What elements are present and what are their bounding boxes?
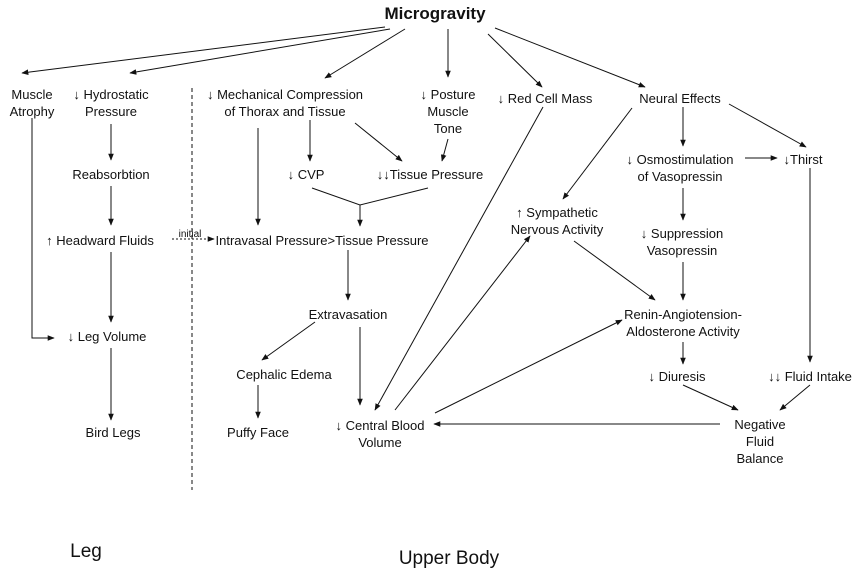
up-arrow-icon: ↑ (516, 205, 523, 220)
down-arrow-icon: ↓ (420, 87, 428, 102)
diagram-title: Microgravity (384, 4, 486, 23)
down-arrow-icon: ↓ (783, 152, 791, 167)
edge-microgravity-hydrostatic (129, 28, 391, 75)
down-arrow-icon: ↓ (497, 91, 505, 106)
node-sympathetic-activity: ↑ Sympathetic Nervous Activity (510, 205, 604, 237)
node-raa-activity: Renin-Angiotension- Aldosterone Activity (624, 307, 742, 339)
node-puffy-face: Puffy Face (227, 425, 289, 440)
node-leg-volume: ↓ Leg Volume (67, 329, 147, 344)
node-red-cell-mass: ↓ Red Cell Mass (497, 91, 593, 106)
edge-central-sympathetic (394, 235, 531, 411)
down-arrow-icon: ↓ (67, 329, 75, 344)
edge-diuresis-negative (682, 384, 739, 411)
node-extravasation: Extravasation (308, 307, 388, 322)
region-label-upper-body: Upper Body (398, 548, 500, 569)
edge-posture-tissue-pressure (440, 138, 449, 162)
node-posture-muscle-tone: ↓ Posture Muscle Tone (420, 87, 476, 136)
node-negative-fluid-balance: Negative Fluid Balance (734, 417, 786, 466)
region-label-leg: Leg (70, 541, 102, 562)
node-suppression-vasopressin: ↓ Suppression Vasopressin (640, 226, 724, 258)
node-thirst: ↓Thirst (783, 152, 823, 167)
edge-mechanical-tissue-pressure (354, 122, 403, 162)
down-arrow-icon: ↓ (640, 226, 648, 241)
node-fluid-intake: ↓↓ Fluid Intake (768, 369, 852, 384)
node-reabsorbtion: Reabsorbtion (72, 167, 150, 182)
edge-microgravity-neural (494, 27, 646, 88)
down-arrow-icon: ↓ (287, 167, 295, 182)
node-central-blood-volume: ↓ Central Blood Volume (335, 418, 425, 450)
down-arrow-icon: ↓ (626, 152, 634, 167)
double-down-arrow-icon: ↓↓ (376, 167, 390, 182)
node-tissue-pressure: ↓↓Tissue Pressure (376, 167, 484, 182)
node-headward-fluids: ↑ Headward Fluids (46, 233, 154, 248)
up-arrow-icon: ↑ (46, 233, 53, 248)
node-osmostimulation: ↓ Osmostimulation of Vasopressin (626, 152, 734, 184)
edge-microgravity-muscle-atrophy (21, 26, 386, 75)
initial-label: initial (178, 229, 202, 240)
node-bird-legs: Bird Legs (85, 425, 141, 440)
edge-microgravity-red-cell (487, 33, 543, 88)
edge-muscle-atrophy-leg-volume (31, 118, 55, 341)
edge-extravasation-cephalic (261, 321, 316, 361)
down-arrow-icon: ↓ (73, 87, 80, 102)
down-arrow-icon: ↓ (648, 369, 655, 384)
down-arrow-icon: ↓ (335, 418, 343, 433)
node-hydrostatic-pressure: ↓ Hydrostatic Pressure (73, 87, 149, 119)
node-cephalic-edema: Cephalic Edema (236, 367, 332, 382)
node-mechanical-compression: ↓ Mechanical Compression of Thorax and T… (206, 87, 364, 119)
node-muscle-atrophy: Muscle Atrophy (9, 87, 55, 119)
edge-fluid-intake-negative (779, 384, 811, 411)
node-neural-effects: Neural Effects (639, 91, 721, 106)
down-arrow-icon: ↓ (206, 87, 214, 102)
double-down-arrow-icon: ↓↓ (768, 369, 782, 384)
edge-microgravity-mechanical (324, 28, 406, 79)
node-cvp: ↓ CVP (287, 167, 325, 182)
node-intravasal-pressure: Intravasal Pressure>Tissue Pressure (215, 233, 429, 248)
edge-neural-sympathetic (562, 107, 633, 200)
edge-sympathetic-raa (573, 240, 656, 301)
node-diuresis: ↓ Diuresis (648, 369, 706, 384)
edge-central-raa (434, 319, 623, 414)
edge-neural-thirst (728, 103, 807, 148)
edge-red-cell-central (374, 106, 544, 411)
edge-cvp-tissue-merge (311, 187, 429, 206)
